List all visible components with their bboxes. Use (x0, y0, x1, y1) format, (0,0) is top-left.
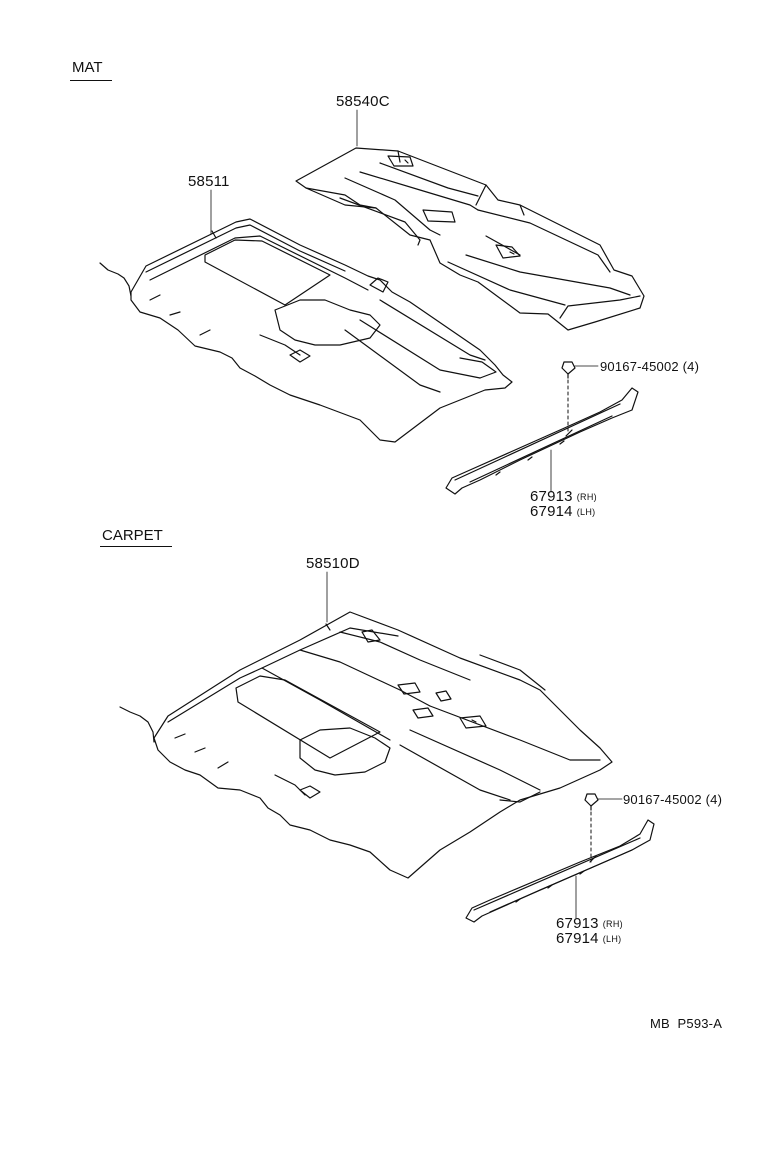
leader-lines (210, 109, 623, 919)
mat-scuff-rh-side: (RH) (576, 492, 597, 502)
mat-clip-part-number: 90167-45002 (4) (600, 359, 700, 374)
mat-scuff-lh-part-number: 67914 (530, 503, 573, 520)
carpet-scuff-rh-label: 67913(RH) (556, 916, 623, 932)
diagram-code: MB P593-A (650, 1016, 723, 1031)
mat-scuff-plate-illustration (445, 387, 639, 495)
section-title-mat: MAT (72, 59, 103, 76)
carpet-part-number: 58510D (306, 555, 360, 572)
carpet-scuff-rh-part-number: 67913 (556, 915, 599, 932)
carpet-scuff-rh-side: (RH) (602, 919, 623, 929)
section-title-mat-underline (70, 80, 112, 81)
carpet-scuff-lh-label: 67914(LH) (556, 931, 621, 947)
mat-clip-icon (561, 361, 576, 433)
rear-floor-mat-illustration (295, 147, 645, 331)
front-floor-mat-illustration (99, 218, 513, 443)
carpet-scuff-plate-illustration (465, 819, 655, 923)
mat-scuff-rh-label: 67913(RH) (530, 489, 597, 505)
carpet-scuff-lh-side: (LH) (602, 934, 622, 944)
rear-mat-part-number: 58540C (336, 93, 390, 110)
mat-scuff-lh-side: (LH) (576, 507, 596, 517)
carpet-clip-icon (584, 793, 599, 863)
front-mat-part-number: 58511 (188, 173, 230, 190)
carpet-clip-part-number: 90167-45002 (4) (623, 792, 723, 807)
carpet-illustration (119, 611, 613, 879)
mat-scuff-lh-label: 67914(LH) (530, 504, 595, 520)
section-title-carpet: CARPET (102, 527, 163, 544)
section-title-carpet-underline (100, 546, 172, 547)
mat-scuff-rh-part-number: 67913 (530, 488, 573, 505)
carpet-scuff-lh-part-number: 67914 (556, 930, 599, 947)
